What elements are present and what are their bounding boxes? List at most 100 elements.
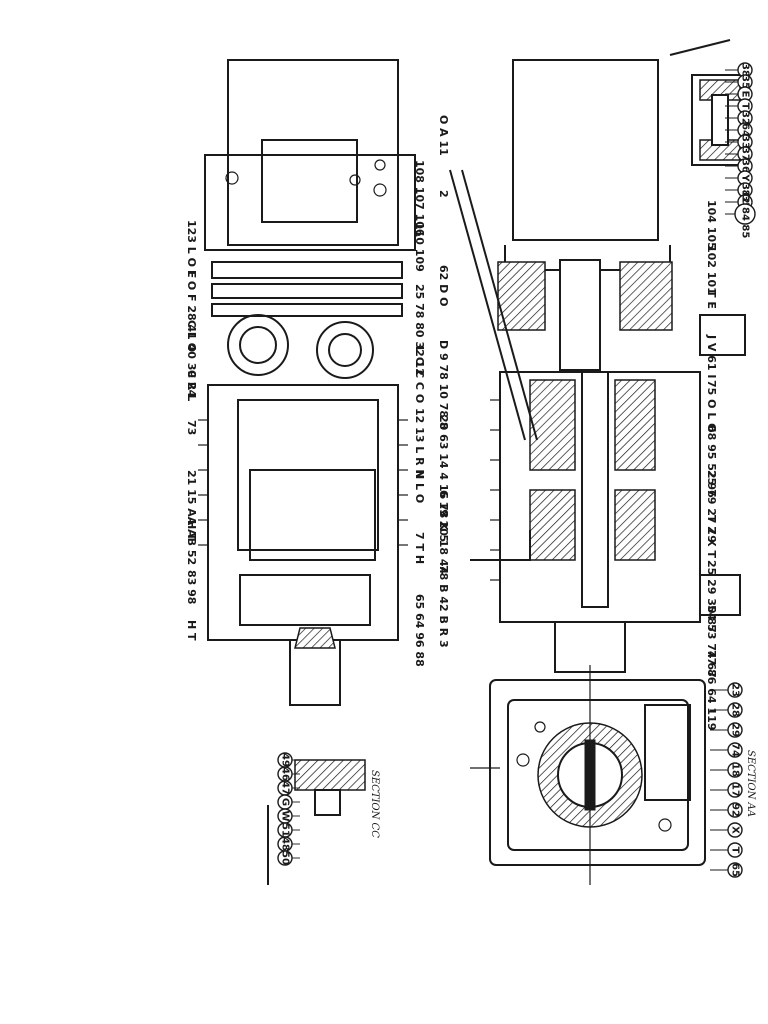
section-stator-right <box>614 489 656 561</box>
left-motor-flange <box>204 154 416 251</box>
right-rows-t8: T Z X T <box>705 515 718 558</box>
callout-label: 32 <box>740 111 751 125</box>
callout-circle <box>277 850 293 866</box>
section-aa <box>470 665 706 885</box>
cover-arm-lower <box>470 530 531 561</box>
callout-label: 33 <box>740 135 751 149</box>
callout-label: 51 <box>280 823 291 837</box>
inlet-port-inner <box>239 326 277 364</box>
callout-label: 92 <box>730 803 741 817</box>
left-motor-body <box>227 59 399 246</box>
callout-circle <box>727 682 743 698</box>
right-rows-t2: 102 101 <box>705 245 718 295</box>
section-aa-valve-box <box>644 704 691 801</box>
left-rows-r7: H T <box>185 520 198 541</box>
bottom-right-callout-b28: 28 <box>710 702 743 718</box>
section-side-port-upper <box>699 314 746 356</box>
center-rows-c3: 62 D O <box>437 265 450 306</box>
callout-label: T <box>730 847 741 854</box>
left-rotor-block <box>249 469 376 561</box>
bottom-right-callout-b23: 23 <box>710 682 743 698</box>
bottom-right-callout-b18: 18 <box>710 762 743 778</box>
mid-rows-m8: 65 64 96 88 <box>413 594 426 667</box>
bolt-hole <box>225 171 239 185</box>
callout-circle <box>727 762 743 778</box>
left-terminal-box <box>261 139 358 223</box>
section-cc-label: SECTION CC <box>369 770 380 838</box>
oil-sight-cap <box>294 627 336 649</box>
cover-arm <box>461 169 538 441</box>
left-housing-inner <box>237 399 379 551</box>
bottom-left-callout-e47: 47 <box>277 780 300 796</box>
callout-label: 64 <box>740 123 751 137</box>
callout-label: 38 <box>740 63 751 77</box>
callout-label: 65 <box>730 863 741 877</box>
callout-label: T <box>740 103 751 110</box>
right-rows-t4: J V 61 I <box>705 334 718 379</box>
coupling-ring <box>211 283 403 299</box>
section-main-shaft <box>581 371 609 608</box>
section-bearing-housing-left <box>497 261 546 331</box>
top-detail-callout-d35: 35 <box>725 74 753 90</box>
callout-label: 82 84 85 <box>740 190 751 239</box>
section-shaft-upper <box>559 259 601 371</box>
outlet-port-inner <box>328 333 362 367</box>
right-rows-t1: 104 105 <box>705 200 718 250</box>
callout-label: G <box>280 798 291 806</box>
left-end-cover <box>239 574 371 626</box>
left-rows-r2: L O F 28 41 40 39 24 <box>185 270 198 398</box>
right-rows-t9: 25 29 30 87 <box>705 560 718 633</box>
right-rows-t5: 75 O L O <box>705 380 718 433</box>
center-rows-c4: D 9 78 10 78 8 <box>437 340 450 430</box>
callout-circle <box>727 742 743 758</box>
bolt-hole <box>373 183 387 197</box>
callout-circle <box>734 203 756 225</box>
bottom-right-callout-b29: 29 <box>710 722 743 738</box>
callout-label: 37 <box>740 147 751 161</box>
mid-rows-m6: N L O <box>413 470 426 503</box>
callout-label: 50 <box>280 851 291 865</box>
section-rotor-right <box>614 379 656 471</box>
cover-arm <box>449 169 526 441</box>
section-bearing-housing-right <box>619 261 673 331</box>
valve-stem <box>711 94 729 146</box>
left-rows-r4: C R L <box>185 370 198 401</box>
center-rows-c7: 78 B 42 B R 3 <box>437 565 450 648</box>
top-detail-callout-d38: 38 <box>725 62 753 78</box>
section-cc <box>267 759 366 885</box>
left-rows-r9: H T <box>185 620 198 641</box>
callout-circle <box>727 862 743 878</box>
callout-label: 29 <box>730 723 741 737</box>
bottom-right-callout-b17: 17 <box>710 782 743 798</box>
callout-label: 18 <box>730 763 741 777</box>
section-view <box>449 59 746 673</box>
center-rows-c2: 2 <box>437 190 450 198</box>
coupling-ring <box>211 303 403 317</box>
callout-circle <box>727 702 743 718</box>
callout-label: 35 <box>740 75 751 89</box>
coupling-ring <box>211 261 403 279</box>
top-detail-callout-d37: 37 <box>725 146 753 162</box>
section-cc-cap <box>294 759 366 791</box>
top-detail-callout-d82: 82 84 85 <box>725 190 756 239</box>
callout-label: 74 <box>730 743 741 757</box>
oil-sight-tube <box>289 640 341 706</box>
bottom-left-callout-e51: 51 <box>277 822 300 838</box>
bolt-hole <box>658 818 672 832</box>
callout-label: 49 <box>280 753 291 767</box>
right-rows-t6: 68 95 52 96 <box>705 425 718 498</box>
bottom-right-callout-b65: 65 <box>710 862 743 878</box>
label-rows: 123 L O FL O F 28 41 40 39 24C L OC R L7… <box>185 115 718 730</box>
callout-label: 46 <box>280 767 291 781</box>
left-rows-r6: 21 15 AA AB 52 <box>185 470 198 565</box>
center-rows-c1: O A 11 <box>437 115 450 156</box>
callout-label: E <box>740 91 751 98</box>
callout-label: X <box>730 826 741 834</box>
callout-label: W <box>280 810 291 821</box>
top-detail-callout-d32: 32 <box>725 110 753 126</box>
section-rotor-left <box>529 379 576 471</box>
center-rows-c5: 20 63 14 4 16 78 K 5 <box>437 415 450 542</box>
mid-rows-m7: 7 T H <box>413 532 426 564</box>
